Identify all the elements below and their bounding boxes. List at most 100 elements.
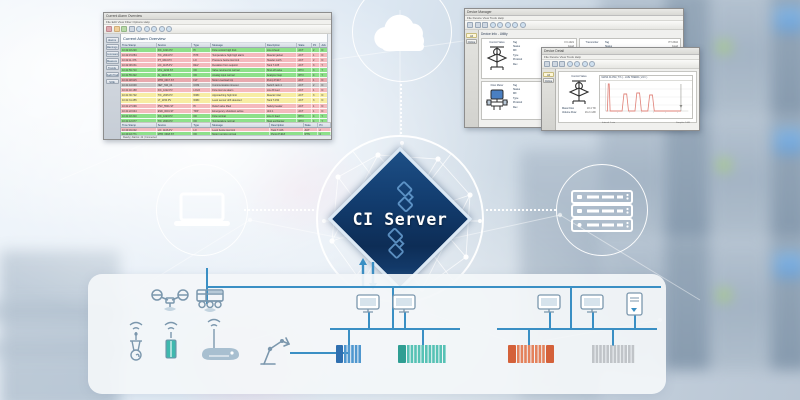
device-tab[interactable]: All <box>466 33 477 39</box>
device-manager-menubar[interactable]: File Device View Tools Help <box>465 16 683 21</box>
alarm-sidebar-item[interactable]: Commands <box>105 51 119 57</box>
device-hmi-1[interactable] <box>356 294 380 319</box>
toolbar-filter-icon[interactable] <box>136 26 142 32</box>
node-server-rack[interactable] <box>556 164 648 256</box>
alarm-footer-column-header[interactable]: Message <box>211 123 271 127</box>
device-plc-rack-gray[interactable] <box>592 344 636 369</box>
alarm-cell: ACT <box>297 88 313 93</box>
device-drone[interactable] <box>150 288 190 319</box>
toolbar-print-icon[interactable] <box>128 26 135 32</box>
device-rover[interactable] <box>194 285 226 320</box>
toolbar-reset-icon[interactable] <box>121 26 127 32</box>
node-laptop[interactable] <box>156 164 248 256</box>
device-manager-titlebar[interactable]: Device Manager <box>465 9 683 16</box>
device-hmi-3[interactable] <box>537 294 561 319</box>
toolbar-sort-icon[interactable] <box>151 26 157 32</box>
device-plc-rack-blue[interactable] <box>336 344 362 369</box>
toolbar-ack-alarm-icon[interactable] <box>106 26 112 32</box>
alarm-sidebar-item[interactable]: Audit Trail <box>105 71 119 78</box>
alarm-sidebar-item[interactable]: SOE <box>105 78 119 85</box>
alarm-window-menubar[interactable]: File Edit View Filter Options Help <box>104 20 331 25</box>
dm-toolbar-calibrate-icon[interactable] <box>512 22 518 28</box>
alarm-column-header[interactable]: State <box>297 42 313 47</box>
alarm-footer-column-header[interactable]: Description <box>270 123 304 127</box>
dd-toolbar-help-icon[interactable] <box>589 61 595 67</box>
ci-server-node[interactable]: CI Server <box>327 146 473 292</box>
alarm-footer-column-header[interactable]: State <box>304 123 319 127</box>
alarm-scrollbar[interactable] <box>327 34 331 139</box>
alarm-footer-column-header[interactable]: Time Stamp <box>121 123 157 127</box>
toolbar-export-icon[interactable] <box>158 26 165 32</box>
toolbar-help-icon[interactable] <box>166 26 172 32</box>
dm-toolbar-scan-icon[interactable] <box>482 22 488 28</box>
dd-toolbar-open-icon[interactable] <box>544 61 550 67</box>
dm-toolbar-config-icon[interactable] <box>497 22 503 28</box>
device-plc-rack-teal[interactable] <box>398 344 446 369</box>
dm-toolbar-help-icon[interactable] <box>519 22 526 28</box>
toolbar-refresh-icon[interactable] <box>143 26 150 32</box>
dd-toolbar-scan-icon[interactable] <box>559 61 565 67</box>
window-device-detail[interactable]: Device Detail File Device View Tools Hel… <box>541 47 700 131</box>
alarm-sidebar-item[interactable]: Alarms <box>105 37 119 43</box>
alarm-sidebar-item[interactable]: Measure <box>105 58 119 64</box>
alarm-column-header[interactable]: Pri <box>312 42 321 47</box>
toolbar-silence-icon[interactable] <box>113 26 120 32</box>
alarm-sidebar-item[interactable]: Warnings <box>105 44 119 50</box>
device-wireless-router[interactable] <box>196 315 242 366</box>
alarm-sidebar-item[interactable]: Trends <box>105 64 119 71</box>
dm-toolbar-save-icon[interactable] <box>474 22 481 28</box>
device-robot-arm[interactable] <box>258 335 292 372</box>
device-tab[interactable]: Online <box>466 39 477 45</box>
alarm-footer-column-header[interactable]: Pri <box>318 123 331 127</box>
bus-segment-right <box>497 328 657 331</box>
dm-toolbar-open-icon[interactable] <box>467 22 473 28</box>
dd-toolbar-connect-icon[interactable] <box>566 61 573 67</box>
alarm-column-header[interactable]: Description <box>266 42 298 47</box>
alarm-footer-column-header[interactable]: Type <box>192 123 212 127</box>
window-alarm-overview[interactable]: Current Alarm Overview File Edit View Fi… <box>103 12 332 140</box>
device-hmi-4[interactable] <box>580 294 604 319</box>
dd-toolbar-save-icon[interactable] <box>551 61 558 67</box>
alarm-footer-column-header[interactable]: Source <box>157 123 193 127</box>
device-detail-menubar[interactable]: File Device View Tools Help <box>542 55 699 60</box>
device-detail-toolbar[interactable] <box>542 60 699 69</box>
device-wireless-sensor[interactable] <box>160 318 182 367</box>
device-detail-chart[interactable]: MASS FLOW ( T/h ) - LIVE TREND ( 24 h ) <box>599 75 693 124</box>
alarm-column-header[interactable]: Source <box>157 42 193 47</box>
dm-toolbar-diagnose-icon[interactable] <box>504 22 511 28</box>
device-tab[interactable]: All <box>543 72 554 78</box>
device-detail-chart-footer: Interval 1 min Samples 1440 <box>600 122 692 124</box>
node-cloud[interactable] <box>352 0 452 82</box>
alarm-column-header[interactable]: Time Stamp <box>121 42 157 47</box>
device-server-tower[interactable] <box>626 292 643 321</box>
dm-toolbar-connect-icon[interactable] <box>489 22 496 28</box>
dd-toolbar-trend-icon[interactable] <box>574 61 580 67</box>
alarm-column-header[interactable]: Type <box>192 42 212 47</box>
alarm-column-header[interactable]: Message <box>211 42 266 47</box>
device-tab[interactable]: Online <box>543 78 554 84</box>
device-plc-rack-orange[interactable] <box>508 344 554 369</box>
dd-toolbar-config-icon[interactable] <box>581 61 588 67</box>
alarm-window-titlebar[interactable]: Current Alarm Overview <box>104 13 331 20</box>
device-detail-titlebar[interactable]: Device Detail <box>542 48 699 55</box>
alarm-window-toolbar[interactable] <box>104 25 331 34</box>
device-manager-toolbar[interactable] <box>465 21 683 30</box>
device-hmi-2[interactable] <box>392 294 416 319</box>
device-wireless-gauge[interactable] <box>124 318 148 367</box>
